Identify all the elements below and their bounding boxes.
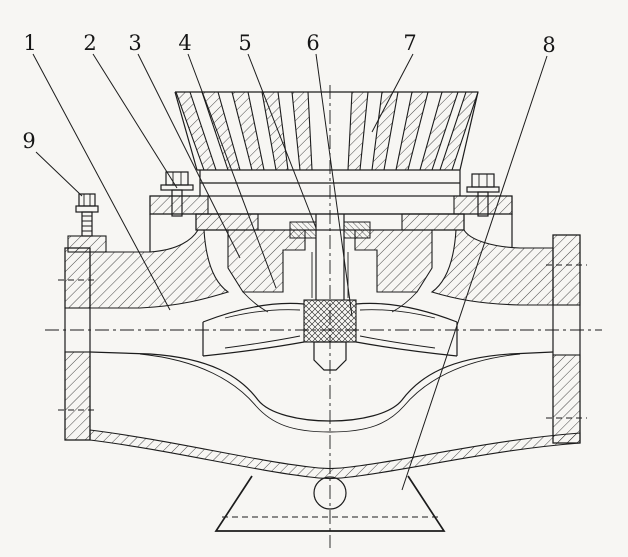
leader-line-1 <box>32 53 171 311</box>
callout-label-9: 9 <box>22 129 35 153</box>
drain-boss-circle <box>313 476 347 510</box>
suction-flange <box>58 247 97 441</box>
callout-label-6: 6 <box>306 31 319 55</box>
gland-packing-left <box>289 221 317 239</box>
leader-line-9 <box>35 151 83 197</box>
leader-line-7 <box>371 53 414 133</box>
casing-neck-right <box>430 229 554 306</box>
volute-casing <box>89 229 581 480</box>
callout-label-5: 5 <box>238 31 251 55</box>
drain-plug-assembly <box>67 193 107 253</box>
callout-label-1: 1 <box>23 31 36 55</box>
fan-blades <box>175 91 479 171</box>
leader-line-5 <box>247 53 317 229</box>
callout-label-8: 8 <box>542 33 555 57</box>
seal-housing <box>227 221 433 313</box>
callout-numbers: 1 2 3 4 5 6 7 8 9 <box>22 31 555 153</box>
motor-fan-section <box>174 91 479 196</box>
discharge-flange <box>546 234 587 444</box>
leader-line-3 <box>137 53 241 259</box>
callout-label-3: 3 <box>128 31 141 55</box>
leader-line-2 <box>92 53 178 189</box>
gland-packing-right <box>343 221 371 239</box>
casing-neck-left <box>89 229 230 309</box>
leader-line-8 <box>401 55 548 491</box>
callout-label-7: 7 <box>403 31 416 55</box>
casing-bowl-wall <box>89 429 581 480</box>
callout-label-4: 4 <box>178 31 191 55</box>
flange-bolt-right <box>466 173 500 217</box>
leader-lines <box>32 53 548 491</box>
plug-boss <box>67 235 107 253</box>
callout-label-2: 2 <box>83 31 96 55</box>
leader-line-6 <box>315 53 353 317</box>
leader-line-4 <box>187 53 277 289</box>
flange-bolt-left <box>160 171 194 217</box>
impeller-nut <box>313 341 347 371</box>
